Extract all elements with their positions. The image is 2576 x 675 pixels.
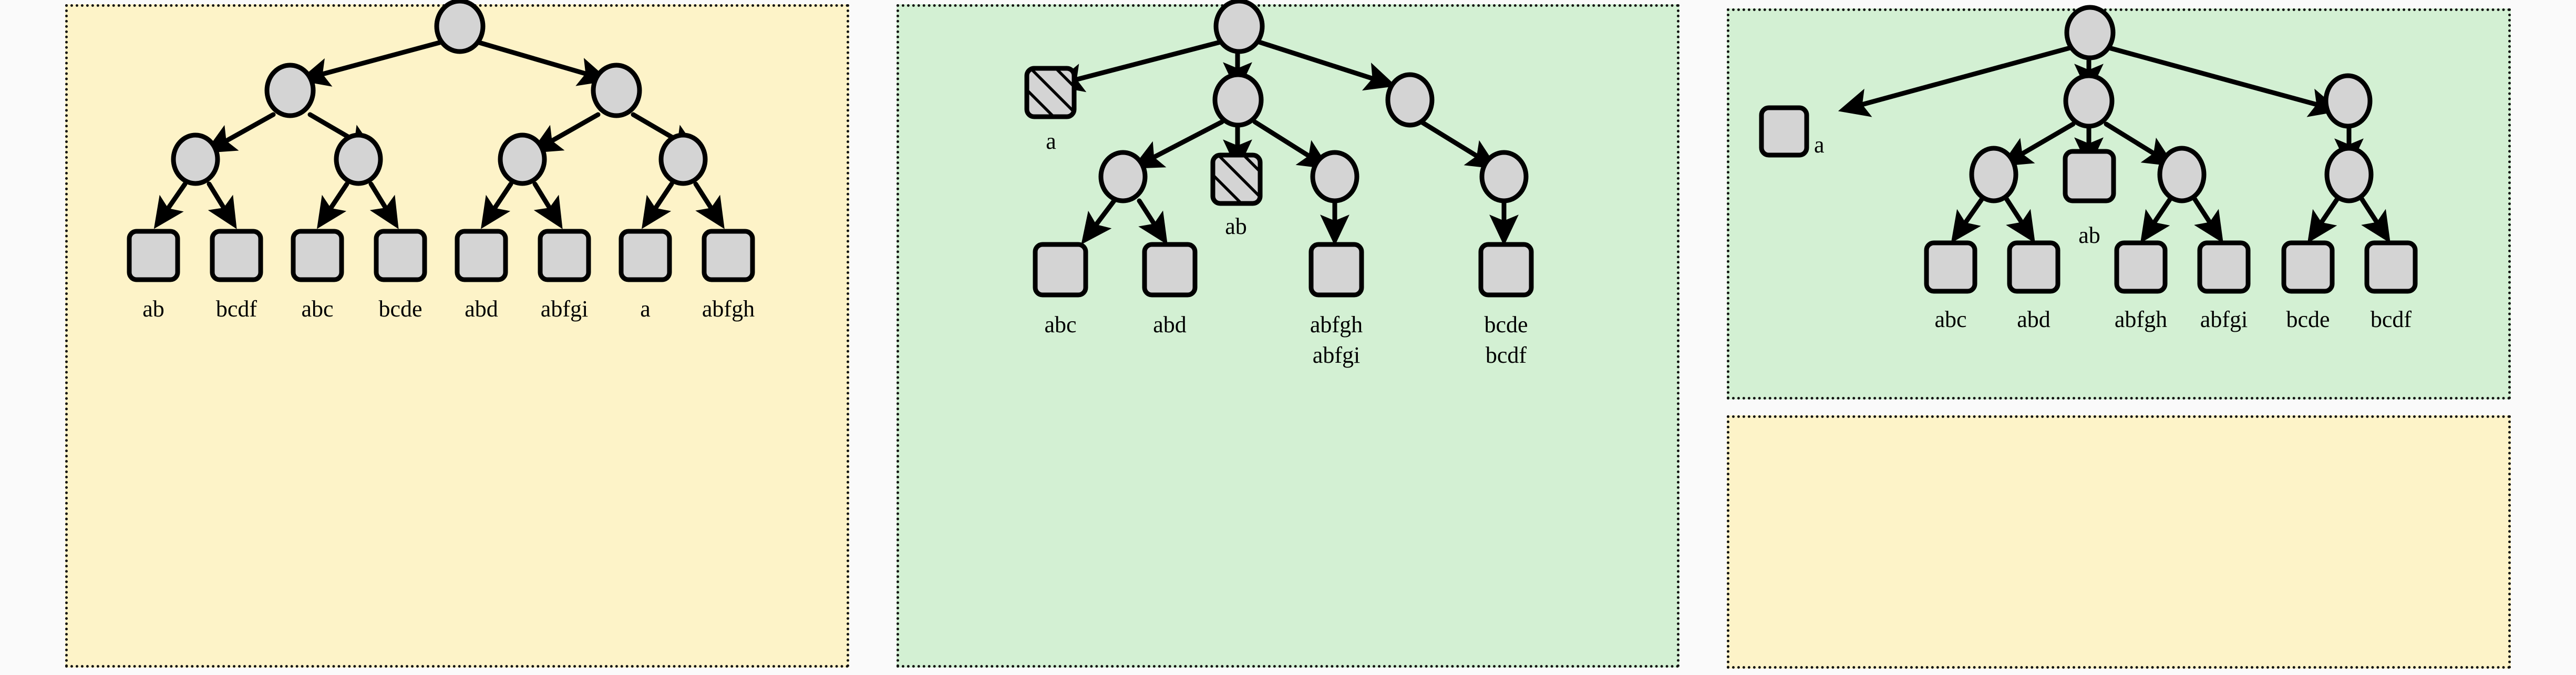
panel-left-yellow (65, 4, 849, 668)
panel-right-yellow-region (1727, 415, 2511, 669)
panel-right-green-region (1727, 8, 2511, 400)
panel-middle-green (897, 4, 1679, 668)
